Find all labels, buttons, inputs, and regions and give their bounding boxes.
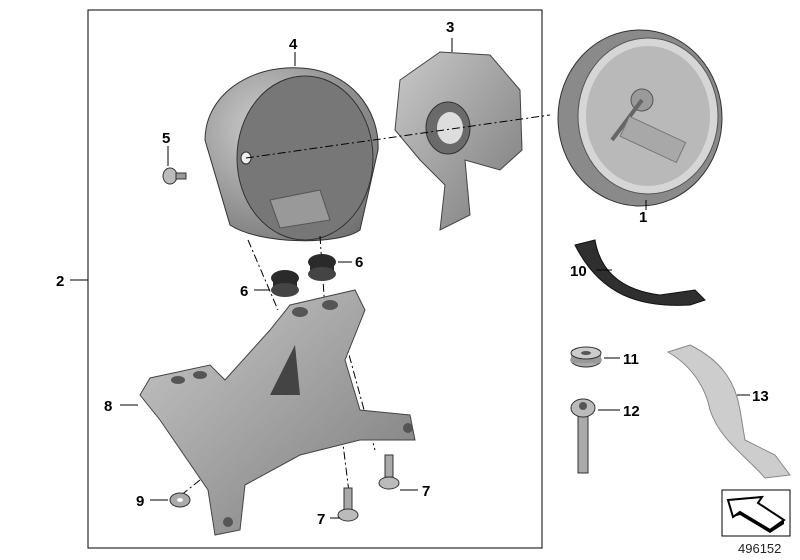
label-part-5: 5 <box>162 130 170 147</box>
label-part-10: 10 <box>570 263 587 280</box>
label-part-12: 12 <box>623 403 640 420</box>
part-3-inner-housing[interactable] <box>394 51 523 231</box>
assembly-group-box <box>87 9 543 549</box>
label-part-4: 4 <box>289 36 298 53</box>
label-part-11: 11 <box>623 351 639 368</box>
part-5-screw[interactable] <box>162 167 187 185</box>
label-part-8: 8 <box>104 398 112 415</box>
label-part-9: 9 <box>136 493 144 510</box>
part-8-bracket[interactable] <box>139 289 416 536</box>
label-part-2: 2 <box>56 273 64 290</box>
label-part-1: 1 <box>639 209 647 226</box>
part-1-instrument-cluster[interactable] <box>557 29 723 207</box>
part-11-spacer[interactable] <box>570 346 602 368</box>
assembly-arrow-icon <box>721 489 791 537</box>
part-13-protective-film[interactable] <box>666 344 791 479</box>
label-part-6b: 6 <box>240 283 248 300</box>
part-6-rubber-grommet[interactable] <box>271 270 299 297</box>
label-part-7b: 7 <box>317 511 325 528</box>
label-part-7a: 7 <box>422 483 430 500</box>
label-part-13: 13 <box>752 388 769 405</box>
part-12-screw[interactable] <box>570 398 596 474</box>
part-7-bolt[interactable] <box>378 454 400 490</box>
part-9-washer[interactable] <box>169 492 191 508</box>
label-part-6a: 6 <box>355 254 363 271</box>
part-6-rubber-grommet[interactable] <box>308 254 336 281</box>
part-4-housing-shell[interactable] <box>204 67 379 242</box>
part-7-bolt[interactable] <box>337 487 359 522</box>
reference-number: 496152 <box>738 541 781 556</box>
part-10-clamp[interactable] <box>574 239 706 306</box>
label-part-3: 3 <box>446 19 454 36</box>
